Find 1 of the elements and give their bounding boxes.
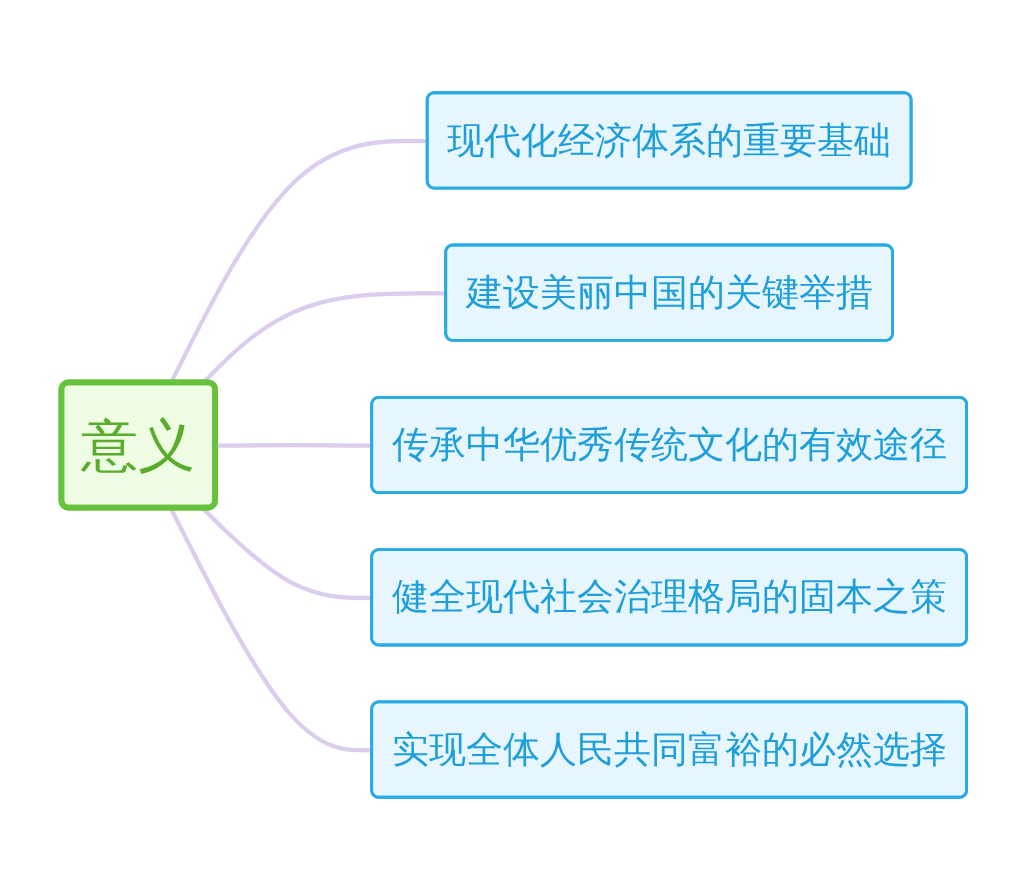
connector <box>215 443 373 448</box>
